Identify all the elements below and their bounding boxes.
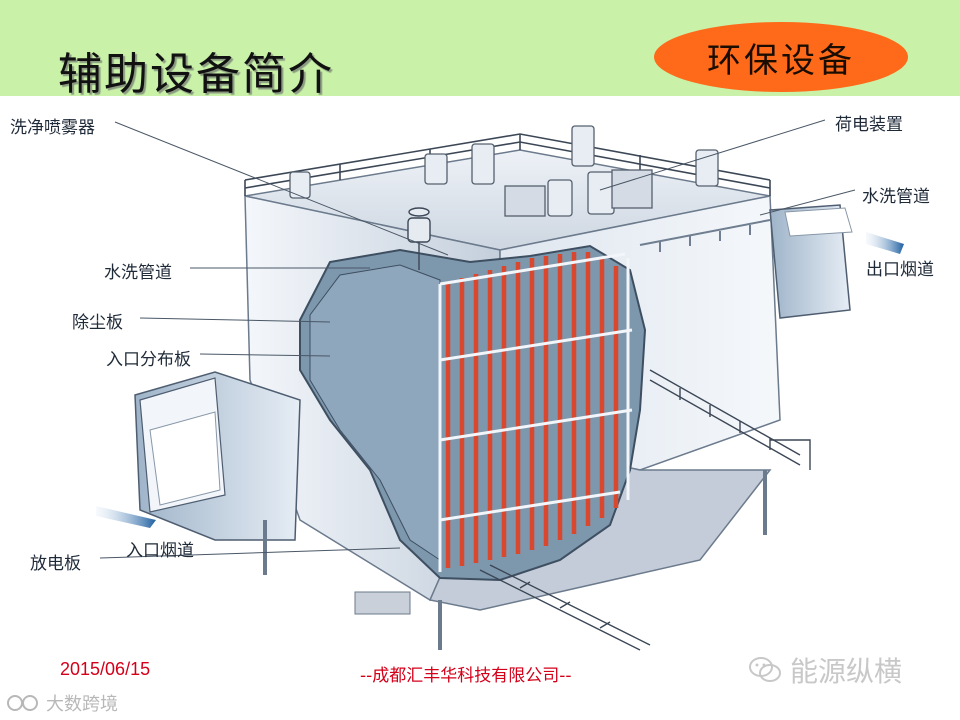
watermark-right-text: 能源纵横 (790, 650, 902, 690)
eye-logo-icon (6, 692, 42, 714)
footer-date: 2015/06/15 (60, 659, 150, 680)
label-discharge-plate: 放电板 (30, 549, 81, 574)
footer-company: --成都汇丰华科技有限公司-- (360, 661, 572, 686)
category-badge: 环保设备 (654, 22, 908, 92)
outlet-duct (770, 205, 852, 318)
label-inlet-plate: 入口分布板 (106, 345, 191, 370)
wechat-icon (748, 655, 782, 685)
slide-title: 辅助设备简介 (58, 38, 334, 102)
label-outlet-duct: 出口烟道 (866, 255, 934, 280)
watermark-right: 能源纵横 (748, 650, 902, 690)
precipitator-illustration (0, 96, 960, 656)
base-plate (355, 592, 410, 614)
label-dust-plate: 除尘板 (72, 308, 123, 333)
watermark-left-text: 大数跨境 (46, 690, 118, 716)
category-badge-label: 环保设备 (707, 33, 855, 82)
watermark-left: 大数跨境 (6, 690, 118, 716)
inlet-duct (135, 372, 300, 540)
label-charging: 荷电装置 (835, 110, 903, 135)
label-inlet-duct: 入口烟道 (126, 536, 194, 561)
label-wash-pipe-left: 水洗管道 (104, 258, 172, 283)
outlet-arrow (866, 232, 904, 254)
label-wash-pipe-right: 水洗管道 (862, 182, 930, 207)
label-spray: 洗净喷雾器 (10, 113, 95, 138)
